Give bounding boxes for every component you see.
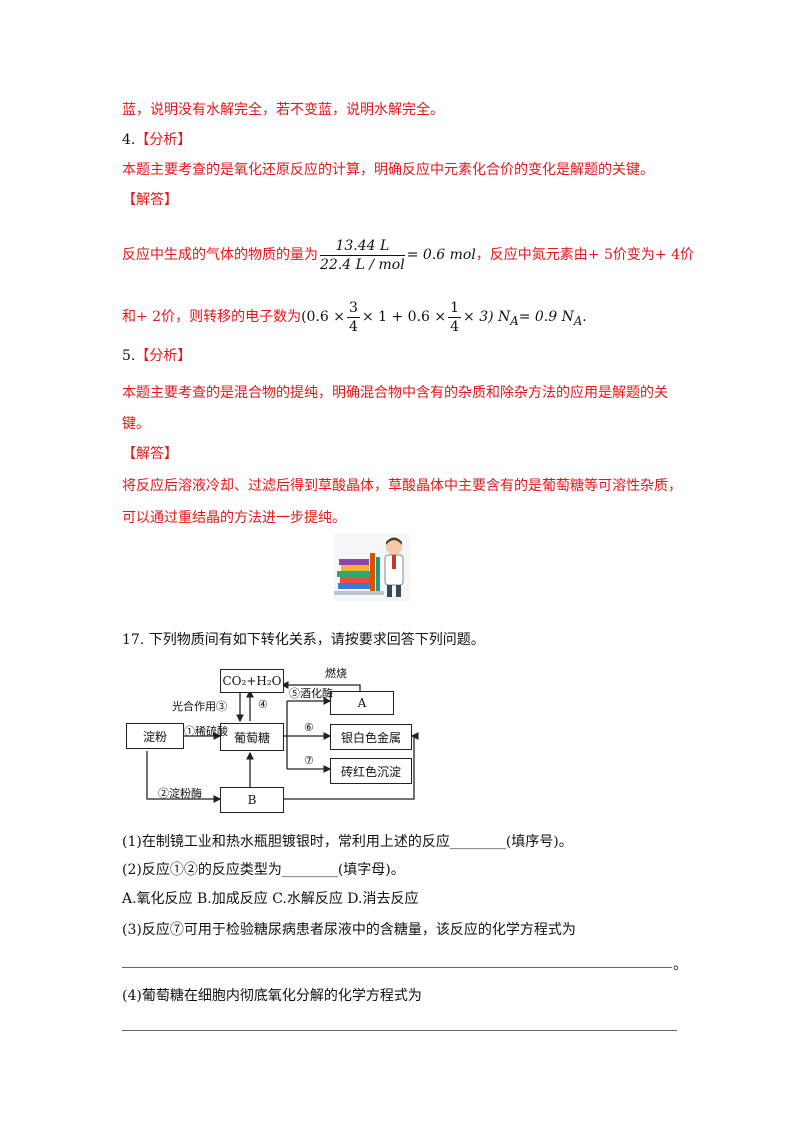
q5-answer-tag: 【解答】 [122, 446, 178, 462]
q4-sub-a-1: A [510, 313, 519, 328]
q17-part-1: (1)在制镜工业和热水瓶胆镀银时，常利用上述的反应________(填序号)。 [122, 834, 573, 850]
diagram-arrows [146, 681, 419, 803]
q17-part-3: (3)反应⑦可用于检验糖尿病患者尿液中的含糖量，该反应的化学方程式为 [122, 922, 576, 938]
q4-line1-suffix: ，反应中氮元素由+ 5价变为+ 4价 [475, 247, 694, 263]
q4-analysis-text: 本题主要考查的是氧化还原反应的计算，明确反应中元素化合价的变化是解题的关键。 [122, 162, 654, 178]
q4-f2-den: 4 [450, 318, 460, 335]
label-7: ⑦ [304, 754, 314, 767]
q4-end: . [582, 309, 587, 325]
label-photosynthesis: 光合作用③ [172, 700, 227, 713]
q5-analysis-text-1: 本题主要考查的是混合物的提纯，明确混合物中含有的杂质和除杂方法的应用是解题的关 [122, 385, 668, 401]
question-17-title: 17. 下列物质间有如下转化关系，请按要求回答下列问题。 [122, 632, 485, 648]
q4-line1-prefix: 反应中生成的气体的物质的量为 [122, 247, 318, 263]
q17-part-3-end: 。 [673, 957, 687, 973]
q17-part-2: (2)反应①②的反应类型为________(填字母)。 [122, 862, 405, 878]
teacher-with-books-image [334, 533, 410, 601]
q4-f2-num: 1 [448, 299, 462, 318]
q17-part-4-answer-line[interactable] [122, 1030, 677, 1031]
box-a: A [330, 691, 394, 715]
label-burn: 燃烧 [325, 667, 347, 680]
answer-line-1: 蓝，说明没有水解完全，若不变蓝，说明水解完全。 [122, 102, 444, 118]
q4-paren-close: × 3) N [463, 309, 511, 325]
q4-sub-a-2: A [573, 313, 583, 328]
q4-f1-num: 3 [347, 299, 360, 318]
q4-mid: × 1 + 0.6 × [361, 309, 447, 325]
box-co2-h2o: CO₂+H₂O [220, 669, 284, 693]
box-brick-red-precipitate: 砖红色沉淀 [330, 758, 412, 784]
label-6: ⑥ [304, 721, 314, 734]
q4-answer-tag: 【解答】 [122, 192, 178, 208]
box-silver-metal: 银白色金属 [330, 724, 412, 750]
q17-part-4: (4)葡萄糖在细胞内彻底氧化分解的化学方程式为 [122, 988, 422, 1004]
q5-answer-text-2: 可以通过重结晶的方法进一步提纯。 [122, 510, 346, 526]
q17-options: A.氧化反应 B.加成反应 C.水解反应 D.消去反应 [122, 891, 419, 907]
q4-analysis-tag: 【分析】 [135, 132, 192, 148]
q4-analysis-heading: 4.【分析】 [122, 130, 191, 150]
q4-fraction-numerator: 13.44 L [320, 237, 405, 256]
label-5-zymase: ⑤酒化酶 [289, 687, 333, 700]
q5-analysis-heading: 5.【分析】 [122, 346, 191, 366]
q4-eq2: = 0.9 N [518, 309, 574, 325]
label-1-dilute-sulfuric-acid: ①稀硫酸 [184, 725, 228, 738]
q4-paren-open: (0.6 × [301, 309, 346, 325]
box-starch: 淀粉 [126, 723, 184, 749]
q4-line2-prefix: 和+ 2价，则转移的电子数为 [122, 309, 302, 325]
q4-fraction-denominator: 22.4 L / mol [320, 256, 405, 273]
label-4: ④ [258, 698, 268, 711]
q5-analysis-tag: 【分析】 [135, 348, 192, 364]
q5-answer-text-1: 将反应后溶液冷却、过滤后得到草酸晶体，草酸晶体中主要含有的是葡萄糖等可溶性杂质， [122, 478, 682, 494]
box-b: B [220, 787, 284, 813]
q4-f1-den: 4 [349, 318, 358, 335]
q4-line1-eq: = 0.6 mol [406, 247, 476, 263]
q5-analysis-text-2: 键。 [122, 416, 150, 432]
label-2-amylase: ②淀粉酶 [158, 787, 202, 800]
q4-number: 4. [122, 132, 136, 148]
q5-number: 5. [122, 348, 136, 364]
box-glucose: 葡萄糖 [220, 723, 284, 751]
q17-part-3-answer-line[interactable] [122, 967, 672, 968]
conversion-diagram: CO₂+H₂O A 淀粉 葡萄糖 银白色金属 砖红色沉淀 B 燃烧 光合作用③ … [122, 661, 432, 813]
